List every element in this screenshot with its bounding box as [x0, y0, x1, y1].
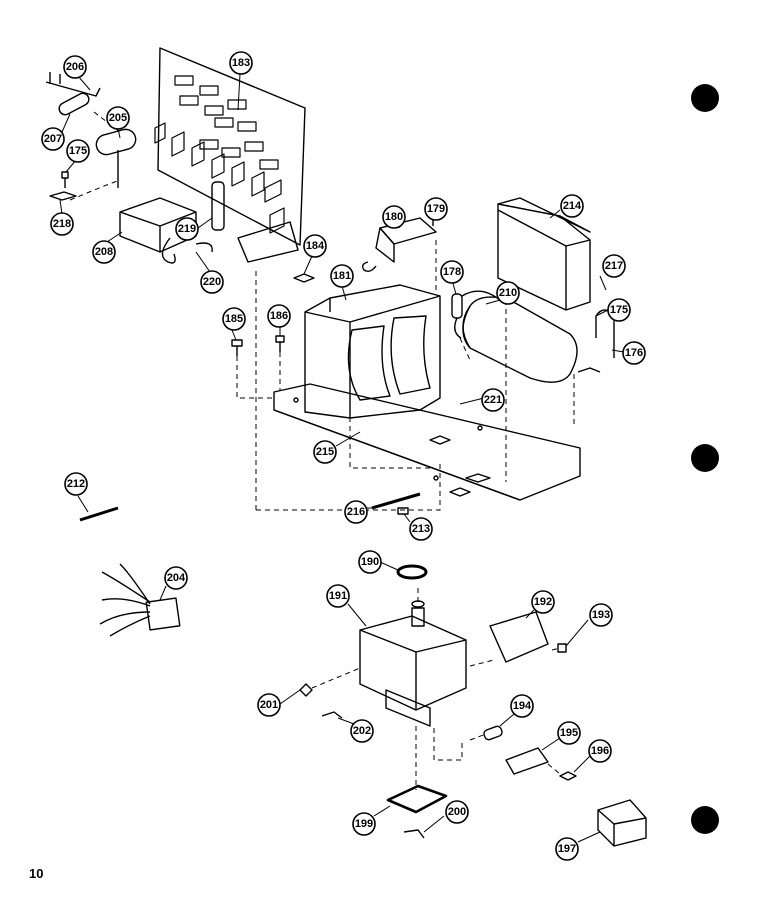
callout-205: 205: [109, 112, 127, 124]
callout-220: 220: [203, 276, 221, 288]
callout-210: 210: [499, 287, 517, 299]
callout-191: 191: [329, 590, 347, 602]
wire-harness-204: [99, 563, 181, 637]
transformer-181: [304, 284, 441, 419]
callout-190: 190: [361, 556, 379, 568]
callout-180: 180: [385, 211, 403, 223]
bolt-216: [371, 492, 421, 510]
cover-192: [489, 611, 549, 663]
callout-195: 195: [560, 727, 578, 739]
screw-175-left: [49, 171, 77, 201]
callout-184: 184: [306, 240, 325, 252]
callout-186: 186: [270, 310, 288, 322]
callout-175-right: 175: [610, 304, 628, 316]
callout-206: 206: [66, 61, 84, 73]
nut-196: [559, 771, 577, 781]
terminal-block-208: [119, 197, 197, 264]
gasket-190: [396, 564, 428, 580]
callout-labels: 206 183 207 205 175 218 208 219 220 184 …: [44, 57, 643, 855]
callout-193: 193: [592, 609, 610, 621]
callout-218: 218: [53, 218, 71, 230]
nut-184: [293, 273, 315, 283]
resistor-207: [45, 72, 101, 116]
callout-201: 201: [260, 699, 278, 711]
page-number: 10: [29, 866, 44, 881]
callout-199: 199: [355, 818, 373, 830]
callout-181: 181: [333, 270, 351, 282]
screw-186: [275, 335, 285, 352]
callout-175-left: 175: [69, 145, 87, 157]
callout-202: 202: [353, 725, 371, 737]
callout-194: 194: [513, 700, 532, 712]
binder-hole-middle: [691, 444, 719, 472]
wire-220: [195, 242, 213, 253]
thermal-cutout-194: [483, 725, 503, 741]
callout-207: 207: [44, 133, 62, 145]
part-202: [321, 711, 343, 719]
callout-197: 197: [558, 843, 576, 855]
callout-leaders: [59, 73, 625, 843]
screw-213: [397, 507, 409, 515]
fuse-197: [597, 799, 647, 847]
callout-219: 219: [178, 223, 196, 235]
callout-217: 217: [605, 260, 623, 272]
filter-180: [361, 217, 437, 273]
callout-212: 212: [67, 478, 85, 490]
callout-221: 221: [484, 394, 502, 406]
clip-200: [403, 829, 425, 839]
callout-204: 204: [167, 572, 186, 584]
wire-212: [79, 506, 119, 522]
callout-196: 196: [591, 745, 609, 757]
part-201: [299, 683, 313, 697]
callout-214: 214: [563, 200, 582, 212]
callout-216: 216: [347, 506, 365, 518]
callout-178: 178: [443, 266, 461, 278]
callout-208: 208: [95, 246, 113, 258]
gasket-199: [386, 784, 448, 814]
binder-hole-top: [691, 84, 719, 112]
mounting-bracket: [211, 181, 299, 263]
binder-hole-bottom: [691, 806, 719, 834]
bracket-195: [505, 747, 549, 775]
callout-183: 183: [232, 57, 250, 69]
callout-213: 213: [412, 523, 430, 535]
callout-200: 200: [448, 806, 466, 818]
hv-capacitor-210: [462, 296, 578, 383]
callout-215: 215: [316, 446, 334, 458]
clip-176: [577, 309, 615, 373]
magnetron-191: [359, 600, 467, 727]
callout-circles: [41, 51, 646, 861]
callout-185: 185: [225, 313, 243, 325]
screw-185: [231, 339, 243, 356]
callout-192: 192: [534, 596, 552, 608]
capacitor-205: [95, 128, 137, 188]
circuit-board-183: [154, 47, 306, 246]
diode-178: [451, 290, 503, 339]
callout-179: 179: [427, 203, 445, 215]
capacitor-box-214: [497, 197, 591, 311]
callout-176: 176: [625, 347, 643, 359]
nut-193: [557, 643, 567, 653]
base-plate-215: [273, 383, 581, 501]
